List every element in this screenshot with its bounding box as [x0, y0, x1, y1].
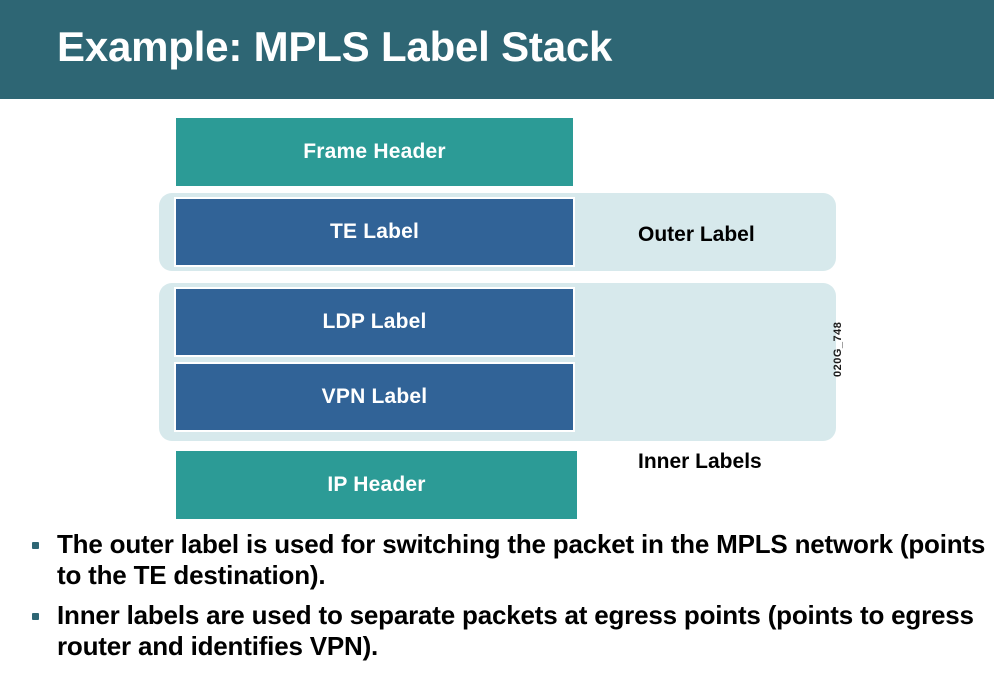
bullet-list: The outer label is used for switching th…: [0, 529, 994, 671]
page-title: Example: MPLS Label Stack: [57, 23, 613, 70]
stack-block-frame-header: Frame Header: [176, 118, 573, 186]
stack-block-te-label: TE Label: [174, 197, 575, 267]
group-caption-inner-labels: Inner Labels: [638, 450, 762, 473]
stack-block-vpn-label: VPN Label: [174, 362, 575, 432]
slide-header-banner: Example: MPLS Label Stack: [0, 0, 994, 99]
bullet-dot-icon: [32, 542, 39, 549]
bullet-dot-icon: [32, 613, 39, 620]
stack-block-ip-header: IP Header: [176, 451, 577, 519]
list-item: Inner labels are used to separate packet…: [0, 600, 994, 662]
list-item-text: The outer label is used for switching th…: [57, 529, 986, 590]
mpls-label-stack-diagram: Outer Label Inner Labels Frame Header TE…: [0, 99, 994, 529]
group-caption-outer-label: Outer Label: [638, 223, 755, 246]
figure-reference-id: 020G_748: [832, 321, 844, 377]
list-item: The outer label is used for switching th…: [0, 529, 994, 591]
stack-block-ldp-label: LDP Label: [174, 287, 575, 357]
list-item-text: Inner labels are used to separate packet…: [57, 600, 974, 661]
